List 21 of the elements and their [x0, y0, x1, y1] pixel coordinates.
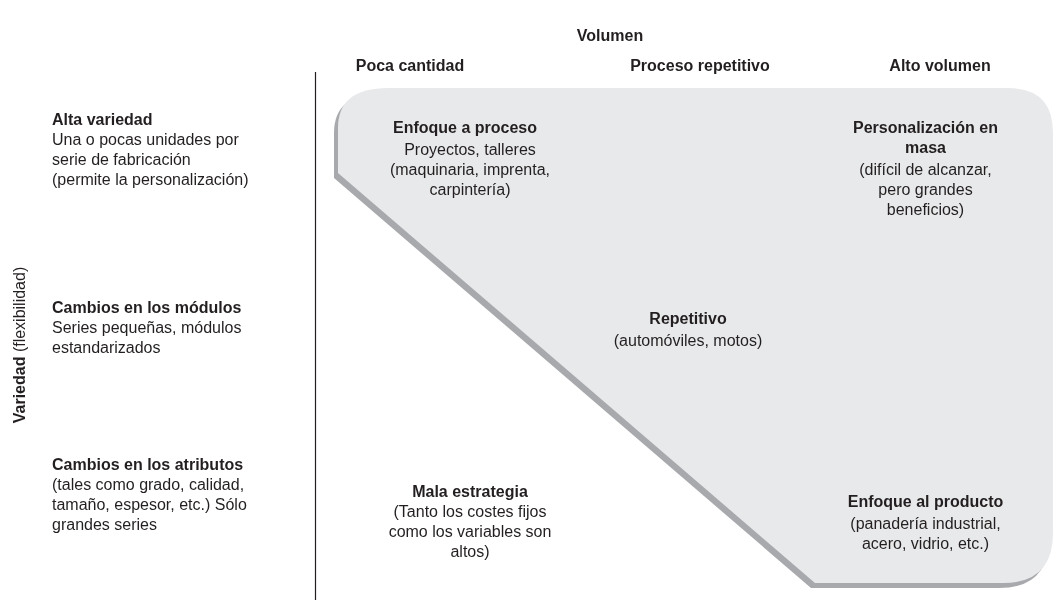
column-heading: Alto volumen	[888, 56, 992, 76]
column-heading: Proceso repetitivo	[629, 56, 771, 76]
cell-heading: Enfoque al producto	[846, 492, 1005, 512]
column-heading: Poca cantidad	[354, 56, 466, 76]
cell-description: (difícil de alcanzar, pero grandes beneficios)	[858, 160, 993, 220]
row-heading: Alta variedad	[52, 110, 154, 130]
row-description: Una o pocas unidades por serie de fabricación (permite la personalización)	[52, 130, 250, 190]
axis-title: Variedad (flexibilidad)	[10, 265, 29, 426]
row-heading: Cambios en los atributos	[52, 455, 245, 475]
cell-heading: Enfoque a proceso	[392, 118, 538, 138]
row-heading: Cambios en los módulos	[52, 298, 243, 318]
axis-heading: Volumen	[575, 26, 645, 46]
row-description: (tales como grado, calidad, tamaño, espesor, etc.) Sólo grandes series	[52, 475, 248, 535]
cell-heading: Repetitivo	[648, 309, 728, 329]
cell-description: Proyectos, talleres (maquinaria, imprenta, carpintería)	[388, 140, 552, 200]
cell-description: (automóviles, motos)	[612, 331, 764, 351]
cell-heading: Mala estrategia	[411, 482, 529, 502]
cell-heading: Personalización en masa	[852, 118, 999, 158]
cell-description: (Tanto los costes fijos como los variables son altos)	[387, 502, 553, 562]
cell-description: (panadería industrial, acero, vidrio, etc.)	[849, 514, 1002, 554]
row-description: Series pequeñas, módulos estandarizados	[52, 318, 243, 358]
